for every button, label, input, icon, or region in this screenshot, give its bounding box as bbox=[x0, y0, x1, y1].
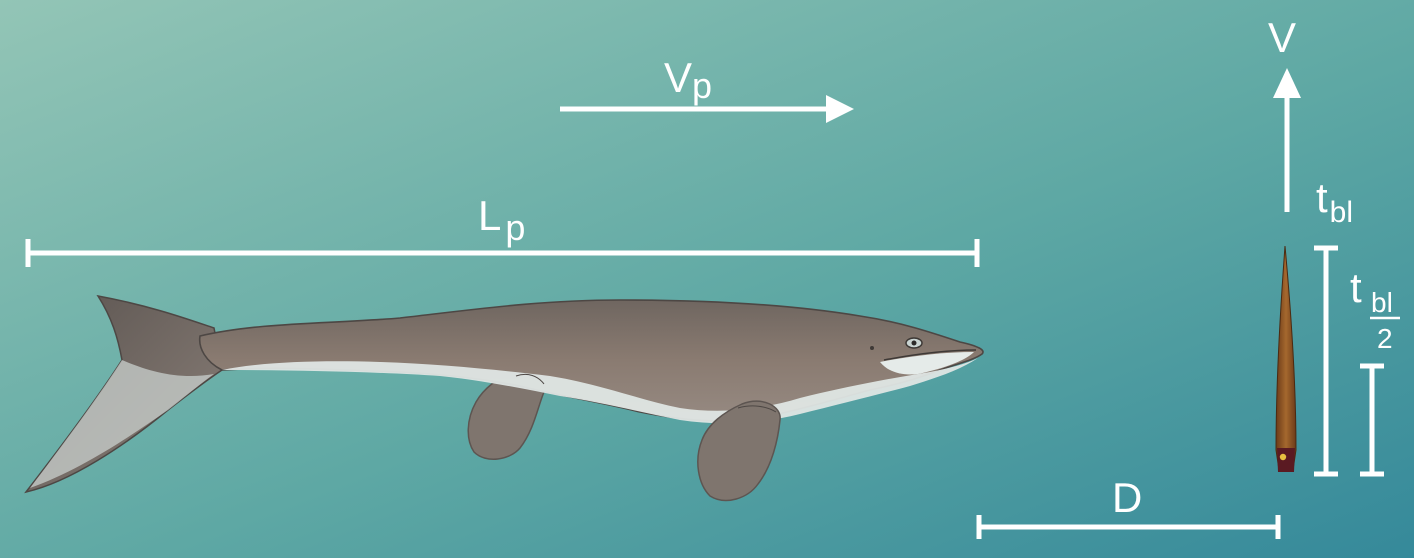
tbl-half-main: t bbox=[1350, 264, 1362, 311]
d-label: D bbox=[1112, 474, 1142, 521]
belemnite-eye bbox=[1280, 454, 1286, 460]
tbl-half-numerator: bl bbox=[1371, 287, 1393, 318]
v-label: V bbox=[1268, 14, 1296, 61]
nostril bbox=[870, 346, 874, 350]
pupil bbox=[912, 341, 917, 346]
tbl-half-denominator: 2 bbox=[1377, 323, 1393, 354]
belemnite-head bbox=[1277, 448, 1295, 472]
